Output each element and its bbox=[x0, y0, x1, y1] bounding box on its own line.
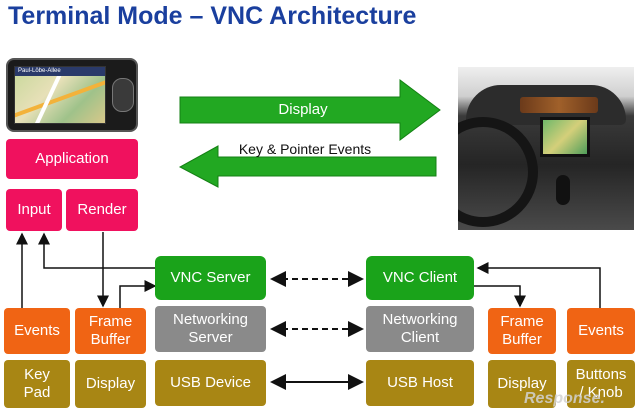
left-frame-buffer-box: Frame Buffer bbox=[75, 308, 146, 354]
phone-navigation-pad bbox=[112, 78, 134, 112]
left-events-box: Events bbox=[4, 308, 70, 354]
usb-host-box: USB Host bbox=[366, 360, 474, 406]
vnc-server-to-input-line bbox=[38, 232, 155, 269]
events-to-vnc-client-line bbox=[476, 262, 601, 308]
networking-client-box: Networking Client bbox=[366, 306, 474, 352]
vnc-client-box: VNC Client bbox=[366, 256, 474, 300]
key-pointer-events-label: Key & Pointer Events bbox=[238, 141, 372, 157]
key-pad-box: Key Pad bbox=[4, 360, 70, 408]
right-events-box: Events bbox=[567, 308, 635, 354]
application-box: Application bbox=[6, 139, 138, 179]
page-title: Terminal Mode – VNC Architecture bbox=[8, 2, 417, 30]
frame-buffer-to-vnc-server-line bbox=[119, 280, 157, 308]
watermark-logo: Response. bbox=[524, 390, 605, 407]
car-head-unit-screen bbox=[540, 117, 590, 157]
phone-map-screen: Paul-Löbe-Allee bbox=[14, 66, 106, 124]
display-arrow-label: Display bbox=[278, 101, 328, 118]
right-frame-buffer-box: Frame Buffer bbox=[488, 308, 556, 354]
phone-image: Paul-Löbe-Allee bbox=[6, 58, 138, 132]
input-box: Input bbox=[6, 189, 62, 231]
left-display-box: Display bbox=[75, 360, 146, 408]
networking-server-box: Networking Server bbox=[155, 306, 266, 352]
buttons-knob-box: Buttons / Knob bbox=[567, 360, 635, 408]
usb-device-box: USB Device bbox=[155, 360, 266, 406]
display-arrow bbox=[179, 79, 441, 141]
phone-status-bar: Paul-Löbe-Allee bbox=[15, 67, 105, 76]
key-pointer-events-arrow bbox=[178, 145, 437, 188]
vnc-server-box: VNC Server bbox=[155, 256, 266, 300]
car-interior-image bbox=[458, 67, 634, 230]
render-box: Render bbox=[66, 189, 138, 231]
vnc-client-to-frame-buffer-line bbox=[474, 285, 526, 308]
right-display-box: Display bbox=[488, 360, 556, 408]
